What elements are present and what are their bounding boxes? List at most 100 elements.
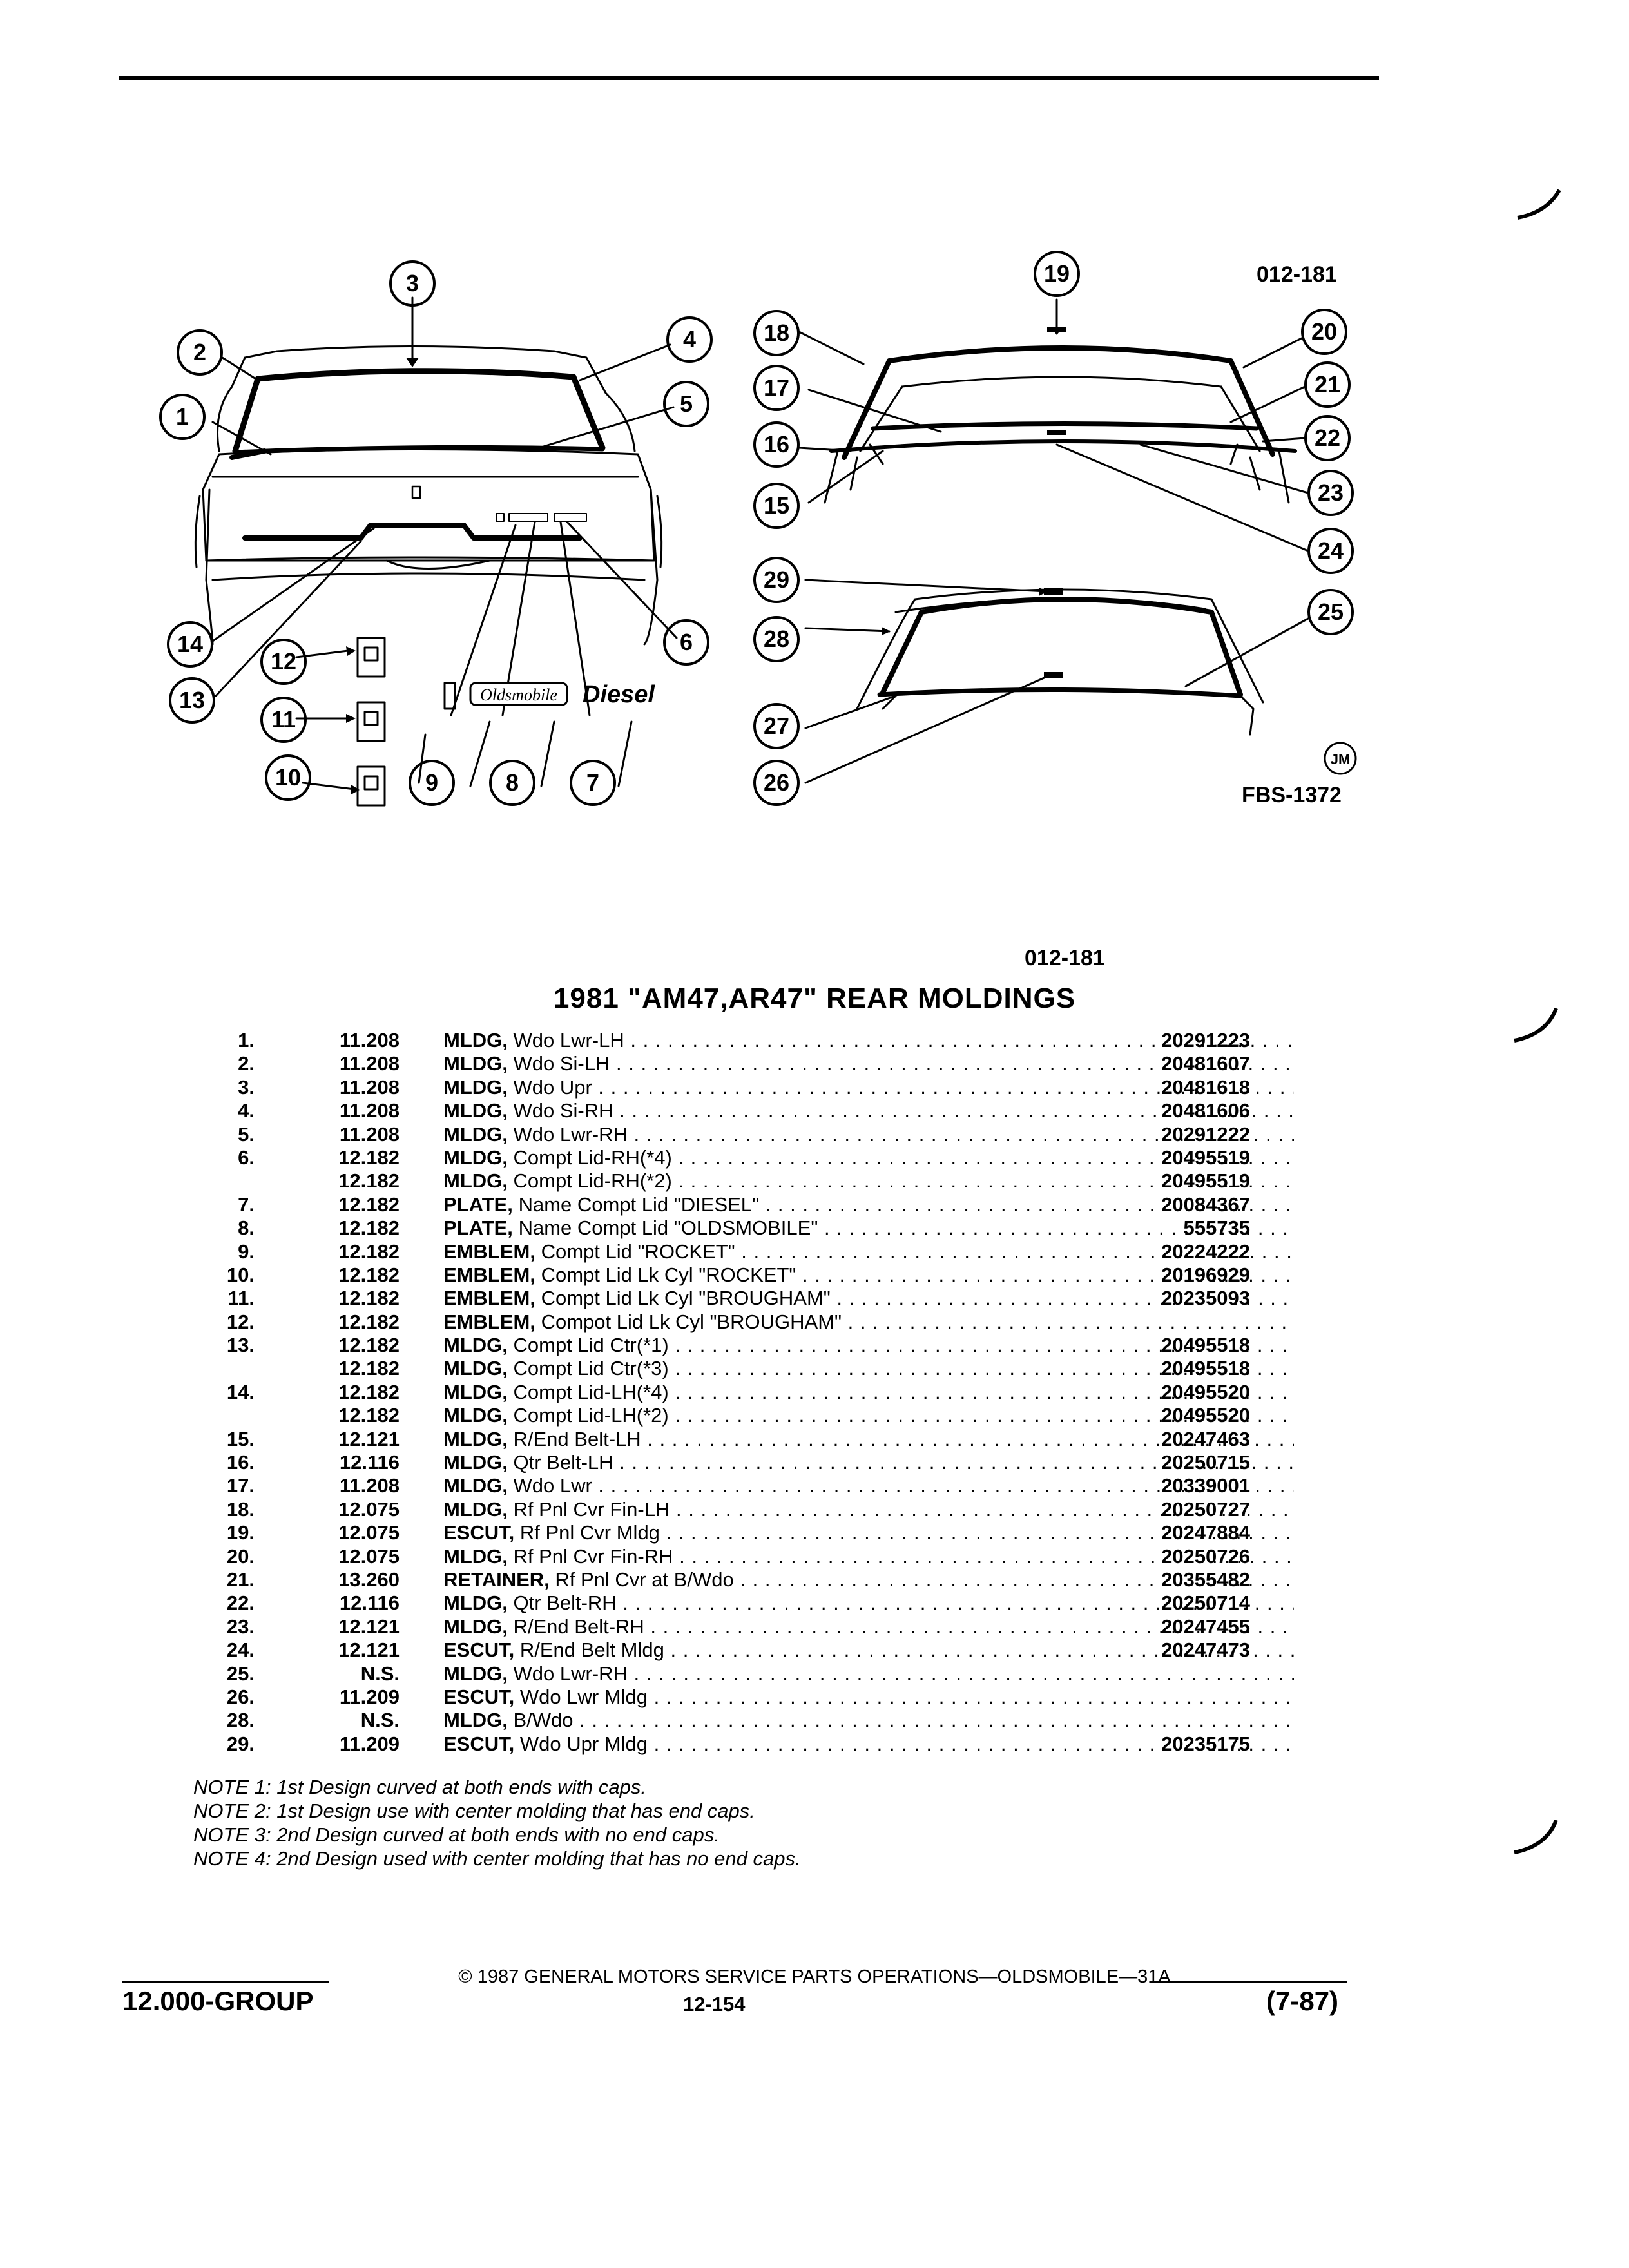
part-description: MLDG, Wdo Upr (443, 1076, 1294, 1099)
part-type: MLDG, (443, 1357, 508, 1380)
callout-17: 17 (764, 374, 789, 401)
part-detail: Qtr Belt-RH (513, 1591, 617, 1615)
item-number: 2. (238, 1052, 255, 1075)
footer-rule-left (122, 1981, 329, 1983)
note-2: NOTE 2: 1st Design use with center moldi… (193, 1800, 755, 1822)
part-detail: Qtr Belt-LH (513, 1451, 613, 1474)
item-number: 28. (226, 1709, 255, 1732)
group-number: 12.121 (338, 1427, 400, 1450)
part-type: ESCUT, (443, 1685, 515, 1708)
group-number: 12.182 (338, 1169, 400, 1193)
part-detail: Compt Lid "ROCKET" (541, 1240, 735, 1263)
part-detail: Compt Lid-RH(*4) (513, 1146, 672, 1169)
part-type: MLDG, (443, 1169, 508, 1193)
item-number: 13. (226, 1334, 255, 1357)
item-number: 24. (226, 1639, 255, 1662)
part-number: 20250715 (1161, 1451, 1250, 1474)
group-number: 12.182 (338, 1334, 400, 1357)
part-number: 20224222 (1161, 1240, 1250, 1263)
part-type: MLDG, (443, 1615, 508, 1638)
callout-19: 19 (1044, 260, 1070, 287)
part-number: 20355482 (1161, 1568, 1250, 1591)
group-number: 11.209 (339, 1732, 400, 1755)
item-number: 16. (226, 1451, 255, 1474)
part-number: 20481606 (1161, 1099, 1250, 1122)
part-detail: Wdo Lwr-RH (513, 1122, 628, 1146)
part-number: 20291223 (1161, 1029, 1250, 1052)
group-number: 12.182 (338, 1216, 400, 1240)
group-number: 11.208 (339, 1099, 400, 1122)
part-detail: Compt Lid Lk Cyl "ROCKET" (541, 1263, 796, 1286)
group-number: 12.075 (338, 1521, 400, 1544)
part-detail: R/End Belt-RH (513, 1615, 644, 1638)
left-rear-view (194, 345, 663, 646)
group-number: 11.208 (339, 1052, 400, 1075)
part-number: 20247463 (1161, 1427, 1250, 1450)
part-type: ESCUT, (443, 1732, 515, 1755)
part-detail: Wdo Lwr (513, 1474, 592, 1497)
part-description: MLDG, R/End Belt-LH (443, 1428, 1294, 1451)
item-number: 19. (226, 1521, 255, 1544)
group-number: 12.116 (339, 1591, 400, 1615)
part-description: PLATE, Name Compt Lid "DIESEL" (443, 1193, 1294, 1216)
item-number: 26. (226, 1685, 255, 1708)
part-detail: Wdo Upr (513, 1075, 592, 1099)
part-description: MLDG, B/Wdo (443, 1709, 1294, 1732)
callout-3: 3 (406, 270, 419, 296)
group-label: 12.000-GROUP (122, 1986, 314, 2016)
group-number: 12.182 (338, 1263, 400, 1286)
group-number: 12.182 (338, 1404, 400, 1427)
rear-moldings-illustration: 3 2 1 4 5 6 14 13 12 11 10 9 8 7 19 18 1… (159, 189, 1561, 807)
part-description: MLDG, Wdo Lwr-RH (443, 1123, 1294, 1146)
revision-date: (7-87) (1266, 1986, 1339, 2016)
part-type: MLDG, (443, 1474, 508, 1497)
callout-27: 27 (764, 713, 789, 739)
item-number: 14. (226, 1380, 255, 1403)
part-detail: Rf Pnl Cvr at B/Wdo (555, 1568, 734, 1591)
part-detail: Name Compt Lid "OLDSMOBILE" (518, 1216, 818, 1240)
oldsmobile-plate-art: Oldsmobile (469, 682, 568, 706)
item-number: 21. (226, 1568, 255, 1591)
part-type: MLDG, (443, 1404, 508, 1427)
part-type: MLDG, (443, 1544, 508, 1568)
part-description: MLDG, Compt Lid-LH(*4) (443, 1381, 1294, 1404)
part-number: 20084367 (1161, 1193, 1250, 1216)
group-number: 11.208 (339, 1474, 400, 1497)
part-description: MLDG, Rf Pnl Cvr Fin-RH (443, 1545, 1294, 1568)
item-number: 20. (226, 1544, 255, 1568)
callout-24: 24 (1318, 537, 1344, 564)
callout-16: 16 (764, 431, 789, 457)
part-detail: Name Compt Lid "DIESEL" (518, 1193, 760, 1216)
part-detail: B/Wdo (513, 1709, 574, 1732)
part-number: 20247455 (1161, 1615, 1250, 1638)
group-number: 12.075 (338, 1544, 400, 1568)
part-description: ESCUT, Wdo Upr Mldg (443, 1733, 1294, 1756)
svg-text:Oldsmobile: Oldsmobile (480, 686, 557, 704)
callout-4: 4 (683, 326, 696, 352)
page-number: 12-154 (683, 1993, 746, 2015)
callout-2: 2 (193, 339, 206, 365)
part-detail: Rf Pnl Cvr Mldg (519, 1521, 660, 1544)
part-type: MLDG, (443, 1709, 508, 1732)
item-number: 29. (226, 1732, 255, 1755)
group-number: 12.182 (338, 1146, 400, 1169)
part-description: MLDG, Qtr Belt-LH (443, 1451, 1294, 1474)
group-number: 12.121 (338, 1639, 400, 1662)
part-type: MLDG, (443, 1497, 508, 1521)
figure-code: 012-181 (1257, 262, 1337, 287)
part-description: ESCUT, Wdo Lwr Mldg (443, 1686, 1294, 1709)
group-number: 12.182 (338, 1357, 400, 1380)
callout-21: 21 (1315, 371, 1340, 398)
